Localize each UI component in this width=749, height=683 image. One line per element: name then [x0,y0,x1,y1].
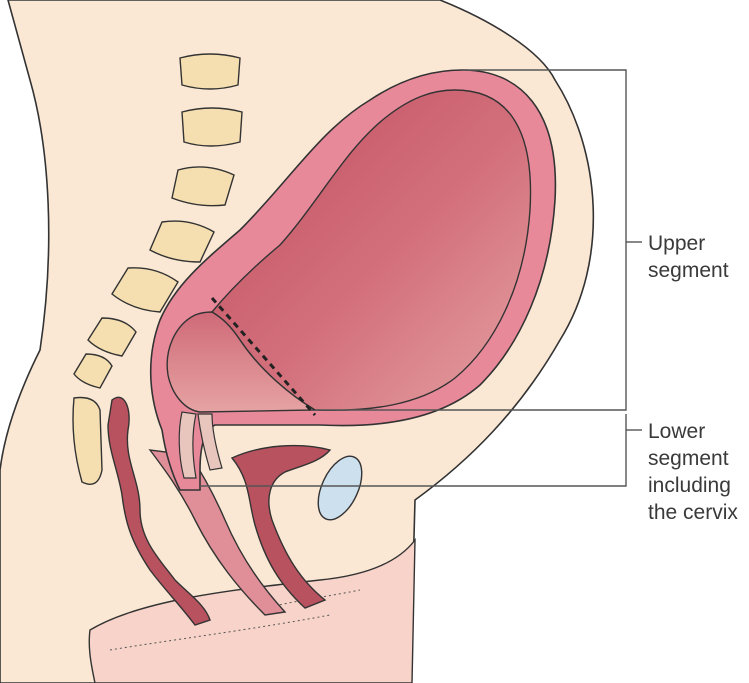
segment-boundary-line [210,297,317,416]
vertebra [149,220,215,263]
lower-body-region [88,537,416,683]
lower-label-line-1: Lower [648,420,706,443]
upper-label-line-1: Upper [648,232,706,255]
label-brackets [200,69,642,487]
upper-segment-label: Upper segment [648,230,729,284]
upper-label-line-2: segment [648,259,729,282]
lower-label-line-4: the cervix [648,501,738,524]
vagina [148,449,287,616]
vertebra [87,317,137,357]
vertebra [181,107,243,147]
cervix-inner [197,413,223,471]
cervix [178,411,197,479]
upper-bracket [315,69,627,411]
rectum [107,396,211,626]
lower-segment-label: Lower segment including the cervix [648,418,738,526]
lower-bracket [200,414,627,487]
vertebra [179,53,241,90]
lower-label-line-2: segment [648,447,729,470]
spine [72,53,243,485]
vertebra [73,353,113,389]
lower-label-line-3: including [648,474,731,497]
vertebra [171,166,235,207]
coccyx [72,396,103,485]
pubic-bone [317,455,363,521]
uterine-cavity-lower [166,311,318,413]
vertebra [111,267,179,313]
